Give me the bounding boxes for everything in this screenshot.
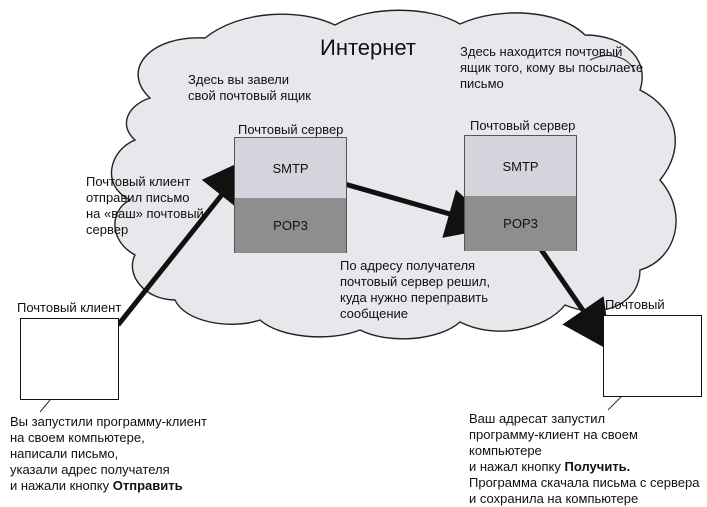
client-left-computer: [20, 318, 119, 400]
server-left-pop3: POP3: [235, 198, 346, 253]
server-left: SMTP POP3: [234, 137, 347, 253]
routing-note: По адресу получателя почтовый сервер реш…: [340, 258, 491, 321]
server-right-smtp: SMTP: [465, 136, 576, 197]
left-caption-bold: Отправить: [112, 478, 183, 493]
internet-title: Интернет: [320, 35, 416, 60]
right-caption-line2: Программа скачала письма с сервера и сох…: [469, 475, 700, 506]
right-caption-bold: Получить.: [564, 459, 631, 474]
client-sent-note: Почтовый клиент отправил письмо на «ваш»…: [86, 174, 204, 237]
left-cloud-note: Здесь вы завели свой почтовый ящик: [188, 72, 311, 103]
left-caption-text: Вы запустили программу-клиент на своем к…: [10, 414, 207, 493]
server-right-label: Почтовый сервер: [470, 118, 576, 133]
right-cloud-note: Здесь находится почтовый ящик того, кому…: [460, 44, 644, 91]
server-left-label: Почтовый сервер: [238, 122, 344, 137]
client-left-label: Почтовый клиент: [17, 300, 122, 315]
server-right: SMTP POP3: [464, 135, 577, 251]
client-right-computer: [603, 315, 702, 397]
server-left-smtp: SMTP: [235, 138, 346, 199]
right-caption-line1: Ваш адресат запустил программу-клиент на…: [469, 411, 638, 474]
arrow-client-to-smtp: [116, 156, 253, 327]
left-caption: Вы запустили программу-клиент на своем к…: [10, 414, 207, 494]
arrow-pop3-to-client: [537, 246, 612, 352]
server-right-pop3: POP3: [465, 196, 576, 251]
right-caption: Ваш адресат запустил программу-клиент на…: [469, 411, 707, 507]
